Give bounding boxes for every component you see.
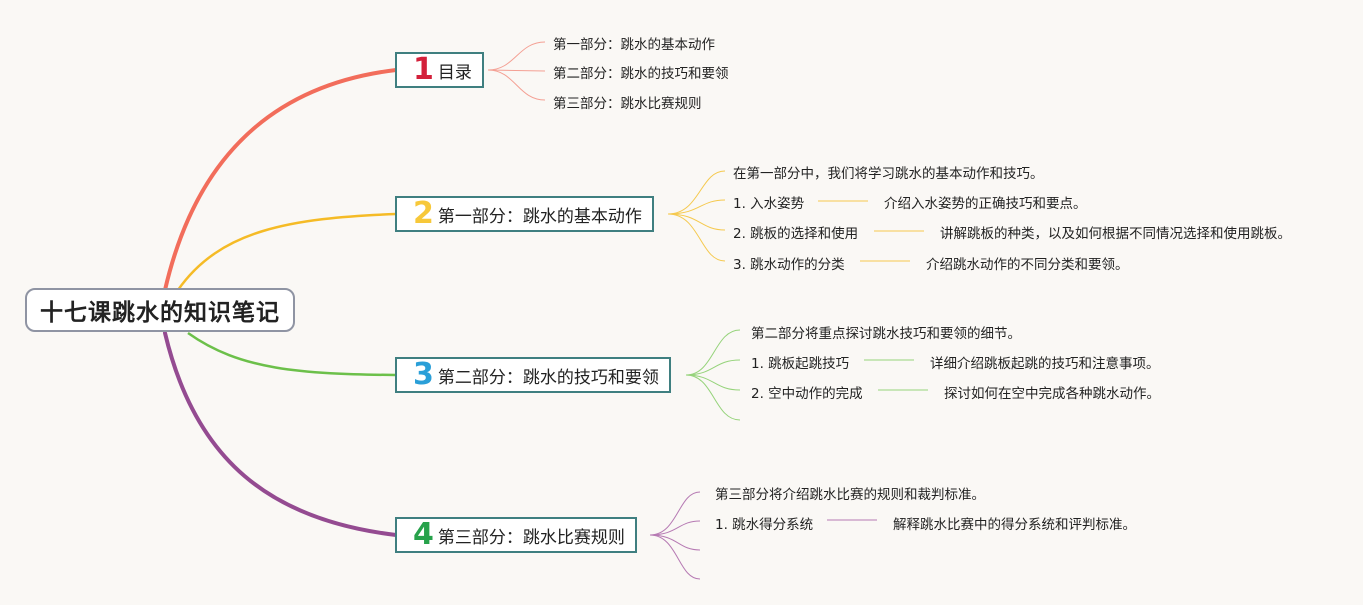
branch-1-item-1[interactable]: 第一部分：跳水的基本动作 (553, 37, 715, 53)
number-4-badge: 4 (413, 517, 434, 552)
branch-2-item-3-desc[interactable]: 介绍跳水动作的不同分类和要领。 (926, 257, 1129, 273)
branch-3-intro[interactable]: 第二部分将重点探讨跳水技巧和要领的细节。 (751, 326, 1021, 342)
branch-3-item-2-title[interactable]: 2. 空中动作的完成 (751, 386, 863, 402)
number-1-badge: 1 (413, 52, 434, 87)
branch-2-item-3-title[interactable]: 3. 跳水动作的分类 (733, 257, 845, 273)
branch-1-item-3[interactable]: 第三部分：跳水比赛规则 (553, 96, 702, 112)
branch-2-intro[interactable]: 在第一部分中，我们将学习跳水的基本动作和技巧。 (733, 166, 1044, 182)
branch-2-label: 第一部分：跳水的基本动作 (437, 206, 642, 227)
branch-2-part-one[interactable]: 2 第一部分：跳水的基本动作 (395, 196, 654, 232)
number-3-badge: 3 (413, 357, 434, 392)
root-title: 十七课跳水的知识笔记 (40, 300, 280, 326)
branch-2-item-1-desc[interactable]: 介绍入水姿势的正确技巧和要点。 (884, 196, 1087, 212)
branch-3-item-1-title[interactable]: 1. 跳板起跳技巧 (751, 356, 850, 372)
connector-root-b3 (187, 331, 397, 377)
branch-1-item-2[interactable]: 第二部分：跳水的技巧和要领 (553, 66, 729, 82)
branch-2-item-2-title[interactable]: 2. 跳板的选择和使用 (733, 226, 859, 242)
branch-4-label: 第三部分：跳水比赛规则 (437, 527, 625, 548)
number-2-badge: 2 (413, 196, 434, 231)
branch-1-toc[interactable]: 1 目录 (395, 52, 484, 88)
connector-root-b1 (163, 68, 398, 292)
connector-root-b2 (176, 212, 397, 291)
branch-2-item-2-desc[interactable]: 讲解跳板的种类，以及如何根据不同情况选择和使用跳板。 (940, 226, 1291, 242)
root-topic[interactable]: 十七课跳水的知识笔记 (25, 288, 295, 332)
branch-3-part-two[interactable]: 3 第二部分：跳水的技巧和要领 (395, 357, 671, 393)
branch-3-label: 第二部分：跳水的技巧和要领 (437, 367, 659, 388)
branch-4-intro[interactable]: 第三部分将介绍跳水比赛的规则和裁判标准。 (715, 487, 985, 503)
branch-4-part-three[interactable]: 4 第三部分：跳水比赛规则 (395, 517, 637, 553)
branch-3-item-1-desc[interactable]: 详细介绍跳板起跳的技巧和注意事项。 (930, 356, 1160, 372)
branch-4-item-1-desc[interactable]: 解释跳水比赛中的得分系统和评判标准。 (893, 517, 1136, 533)
connector-root-b4 (163, 331, 398, 537)
branch-2-item-1-title[interactable]: 1. 入水姿势 (733, 196, 805, 212)
branch-4-item-1-title[interactable]: 1. 跳水得分系统 (715, 517, 814, 533)
branch-1-label: 目录 (437, 62, 472, 83)
branch-3-item-2-desc[interactable]: 探讨如何在空中完成各种跳水动作。 (944, 386, 1160, 402)
